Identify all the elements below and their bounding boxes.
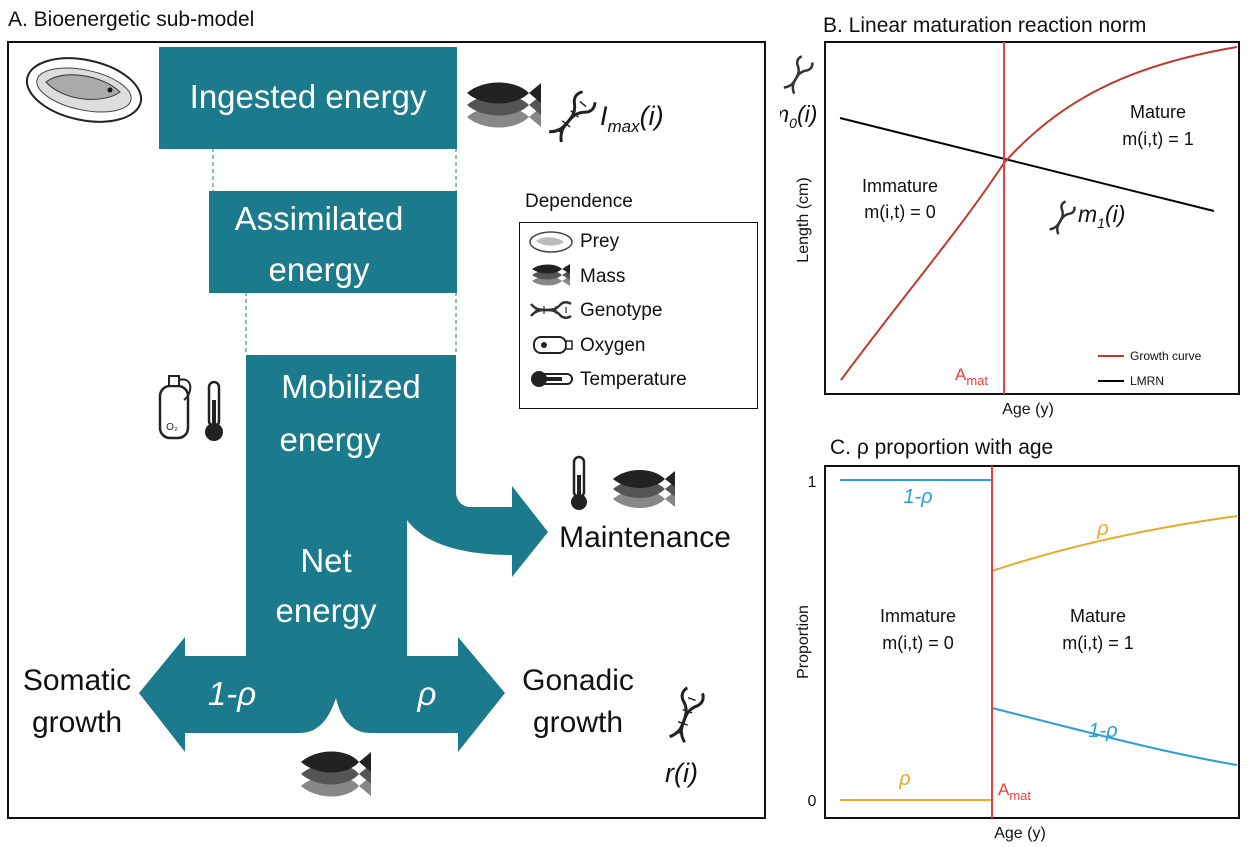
immature-label-c-1: Immature <box>880 606 956 626</box>
assimilated-energy-label-2: energy <box>269 251 370 288</box>
svg-text:O₂: O₂ <box>166 422 178 433</box>
mature-label-b-1: Mature <box>1130 102 1186 122</box>
panel-c-frame <box>824 465 1240 819</box>
imax-label: Imax(i) <box>600 101 664 136</box>
fish-mass-icon <box>467 82 541 128</box>
assimilated-energy-label-1: Assimilated <box>235 200 404 237</box>
dashed-connectors <box>212 148 457 355</box>
mobilized-energy-label-1: Mobilized <box>281 368 420 405</box>
tick-label-1: 1 <box>808 474 817 491</box>
panel-c-title: C. ρ proportion with age <box>830 436 1054 459</box>
energy-flow-shape <box>139 355 548 752</box>
panel-a-diagram: Ingested energy Assimilated energy Mobil… <box>7 41 766 819</box>
immature-label-b-1: Immature <box>862 176 938 196</box>
gonadic-growth-label-2: growth <box>533 706 623 739</box>
dna-icon <box>549 90 597 143</box>
m1-label: m1(i) <box>1078 201 1125 231</box>
one-minus-rho-mature <box>991 707 1238 766</box>
ingested-energy-box <box>159 47 457 149</box>
lmrn-line <box>839 117 1215 212</box>
r-genotype-label: r(i) <box>665 758 698 788</box>
oxygen-tank-icon <box>533 336 573 354</box>
mature-label-b-2: m(i,t) = 1 <box>1122 129 1194 149</box>
panel-b-ylabel: Length (cm) <box>795 177 812 262</box>
legend-title: Dependence <box>525 191 633 212</box>
rho-top-label: ρ <box>1096 518 1108 540</box>
panel-c-xlabel: Age (y) <box>994 825 1046 842</box>
prey-icon <box>25 57 143 123</box>
fish-mass-icon-maintenance <box>613 470 675 508</box>
mature-label-c-1: Mature <box>1070 606 1126 626</box>
legend-label-mass: Mass <box>580 266 626 287</box>
thermometer-icon-maintenance <box>571 455 587 510</box>
fish-mass-icon-bottom <box>301 751 371 797</box>
dna-icon-m0 <box>783 55 814 95</box>
panel-c-ylabel: Proportion <box>795 605 812 679</box>
assimilated-energy-box <box>209 191 457 293</box>
legend-label-growth: Growth curve <box>1130 349 1202 363</box>
amat-label-b: Amat <box>955 365 988 388</box>
legend-label-lmrn: LMRN <box>1130 374 1164 388</box>
one-minus-rho-bottom-label: 1-ρ <box>1088 720 1117 742</box>
rho-bottom-label: ρ <box>898 768 910 790</box>
legend-label-oxygen: Oxygen <box>580 335 646 356</box>
panel-b-frame <box>824 41 1240 395</box>
maintenance-label: Maintenance <box>559 521 731 554</box>
net-energy-label-1: Net <box>300 542 351 579</box>
somatic-growth-label-1: Somatic <box>23 664 131 697</box>
ingested-energy-label: Ingested energy <box>190 78 427 115</box>
m0-label: m0(i) <box>780 101 817 131</box>
dna-icon-m1 <box>1049 200 1076 235</box>
dependence-legend: Prey Mass Genotype Oxygen Temperature <box>519 222 758 409</box>
tick-label-0: 0 <box>808 793 817 810</box>
panel-c-chart: 1 0 1-ρ ρ 1-ρ ρ Immature m(i,t) = 0 Matu… <box>795 465 1240 842</box>
rho-mature <box>991 515 1238 572</box>
panel-b-xlabel: Age (y) <box>1002 401 1054 418</box>
fish-mass-icon <box>532 264 570 286</box>
mobilized-energy-label-2: energy <box>280 421 381 458</box>
gonadic-growth-label-1: Gonadic <box>522 664 634 697</box>
amat-label-c: Amat <box>998 780 1031 803</box>
one-minus-rho-arrow-label: 1-ρ <box>208 675 256 712</box>
mature-label-c-2: m(i,t) = 1 <box>1062 633 1134 653</box>
thermometer-icon <box>531 371 573 387</box>
panel-a-frame <box>7 41 766 819</box>
immature-label-b-2: m(i,t) = 0 <box>864 202 936 222</box>
dna-icon <box>530 300 572 320</box>
net-energy-label-2: energy <box>276 592 377 629</box>
somatic-growth-label-2: growth <box>32 706 122 739</box>
legend-label-genotype: Genotype <box>580 300 663 321</box>
panel-b-chart: m0(i) m1(i) Immature m(i,t) = 0 Mature m… <box>780 41 1240 418</box>
legend-label-temperature: Temperature <box>580 369 687 390</box>
legend-label-prey: Prey <box>580 231 620 252</box>
rho-arrow-label: ρ <box>417 675 437 712</box>
panel-a-title: A. Bioenergetic sub-model <box>8 8 255 31</box>
immature-label-c-2: m(i,t) = 0 <box>882 633 954 653</box>
prey-icon <box>529 231 573 253</box>
panel-b-title: B. Linear maturation reaction norm <box>823 14 1147 37</box>
dna-icon-gonadic <box>668 686 705 743</box>
thermometer-icon <box>205 380 223 441</box>
one-minus-rho-top-label: 1-ρ <box>903 486 932 508</box>
oxygen-tank-icon: O₂ <box>158 375 192 440</box>
